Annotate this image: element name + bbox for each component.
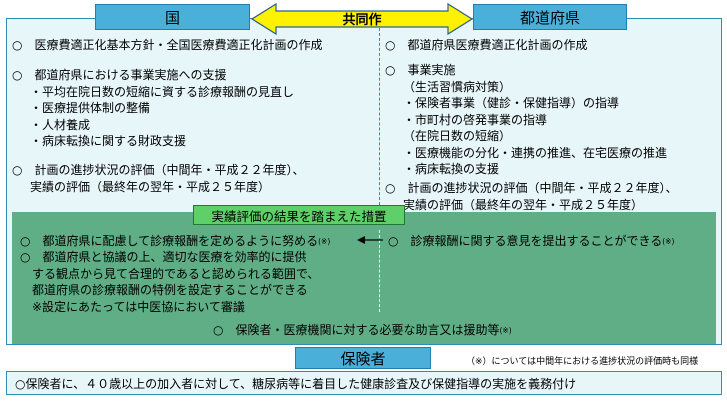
right-impl-sub-1: （生活習慣病対策）: [403, 79, 512, 94]
special-rule-line-2: する観点から見て合理的であると認められる範囲で、: [32, 266, 320, 281]
measure-opinion: ○ 診療報酬に関する意見を提出することができる(※): [388, 233, 674, 251]
joint-work-arrow: 共同作: [250, 2, 474, 36]
right-item-implementation: ○ 事業実施 （生活習慣病対策） ・保険者事業（健診・保健指導）の指導 ・市町村…: [385, 62, 667, 178]
right-item-evaluation: ○ 計画の進捗状況の評価（中間年・平成２２年度）、 実績の評価（最終年の翌年・平…: [385, 180, 677, 213]
insurer-header: 保険者: [295, 347, 431, 369]
kuni-header-label: 国: [164, 8, 180, 27]
left-item-evaluation: ○ 計画の進捗状況の評価（中間年・平成２２年度）、 実績の評価（最終年の翌年・平…: [12, 162, 304, 195]
insurer-box: ○保険者に、４０歳以上の加入者に対して、糖尿病等に着目した健康診査及び保健指導の…: [6, 371, 722, 395]
left-item-support: ○ 都道府県における事業実施への支援 ・平均在院日数の短縮に資する診療報酬の見直…: [12, 67, 294, 150]
measure-consideration: ○ 都道府県に配慮して診療報酬を定めるように努める(※): [20, 233, 330, 251]
right-item-plan: ○ 都道府県医療費適正化計画の作成: [385, 37, 587, 54]
right-evaluation-line-1: ○ 計画の進捗状況の評価（中間年・平成２２年度）、: [385, 181, 678, 195]
opinion-arrow: [357, 236, 383, 244]
measure-advice-text: ○ 保険者・医療機関に対する必要な助言又は援助等: [213, 323, 500, 337]
kuni-header: 国: [95, 4, 250, 30]
left-item-plan-text: ○ 医療費適正化基本方針・全国医療費適正化計画の作成: [12, 38, 323, 52]
measures-band: [12, 212, 716, 344]
left-item-plan: ○ 医療費適正化基本方針・全国医療費適正化計画の作成: [12, 37, 322, 54]
left-support-sub-2: ・医療提供体制の整備: [30, 101, 151, 115]
right-impl-sub-4: （在院日数の短縮）: [403, 129, 512, 143]
double-arrow-shape: [250, 2, 474, 36]
joint-work-label: 共同作: [342, 12, 381, 28]
measure-opinion-text: ○ 診療報酬に関する意見を提出することができる: [388, 234, 663, 248]
right-impl-sub-2: ・保険者事業（健診・保健指導）の指導: [403, 96, 620, 110]
measure-opinion-mark: (※): [662, 237, 675, 246]
footnote: （※）については中間年における進捗状況の評価時も同様: [466, 354, 698, 367]
right-impl-sub-5: ・医療機能の分化・連携の推進、在宅医療の推進: [403, 145, 668, 160]
right-implementation-title: ○ 事業実施: [385, 63, 456, 77]
right-evaluation-line-2: 実績の評価（最終年の翌年・平成２５年度）: [403, 197, 644, 212]
right-impl-sub-6: ・病床転換の支援: [403, 162, 500, 176]
right-item-plan-text: ○ 都道府県医療費適正化計画の作成: [385, 38, 588, 52]
footnote-text: （※）については中間年における進捗状況の評価時も同様: [466, 357, 699, 367]
left-support-sub-1: ・平均在院日数の短縮に資する診療報酬の見直し: [30, 84, 295, 99]
measure-consideration-mark: (※): [318, 237, 331, 246]
insurer-description: ○保険者に、４０歳以上の加入者に対して、糖尿病等に着目した健康診査及び保健指導の…: [15, 376, 577, 391]
left-evaluation-line-2: 実績の評価（最終年の翌年・平成２５年度）: [30, 179, 271, 194]
left-evaluation-line-1: ○ 計画の進捗状況の評価（中間年・平成２２年度）、: [12, 163, 305, 177]
measure-advice: ○ 保険者・医療機関に対する必要な助言又は援助等(※): [213, 322, 512, 340]
right-impl-sub-3: ・市町村の啓発事業の指導: [403, 112, 548, 127]
todofuken-header: 都道府県: [473, 4, 627, 30]
measures-label-text: 実績評価の結果を踏まえた措置: [211, 208, 387, 224]
column-divider: [379, 28, 380, 210]
measure-special-rule: ○ 都道府県と協議の上、適切な医療を効率的に提供 する観点から見て合理的であると…: [20, 249, 319, 315]
measure-consideration-text: ○ 都道府県に配慮して診療報酬を定めるように努める: [20, 234, 319, 248]
left-item-support-title: ○ 都道府県における事業実施への支援: [12, 68, 227, 82]
todofuken-header-label: 都道府県: [519, 8, 580, 27]
measure-advice-mark: (※): [499, 326, 512, 335]
measures-divider: [379, 230, 380, 312]
special-rule-line-4: ※設定にあたっては中医協において審議: [32, 299, 245, 314]
insurer-header-label: 保険者: [340, 349, 386, 368]
special-rule-line-3: 都道府県の診療報酬の特例を設定することができる: [32, 283, 308, 297]
left-support-sub-3: ・人材養成: [30, 117, 91, 132]
left-support-sub-4: ・病床転換に関する財政支援: [30, 134, 187, 148]
opinion-arrow-head: [357, 236, 365, 244]
special-rule-line-1: ○ 都道府県と協議の上、適切な医療を効率的に提供: [20, 250, 307, 264]
measures-label: 実績評価の結果を踏まえた措置: [193, 205, 405, 225]
